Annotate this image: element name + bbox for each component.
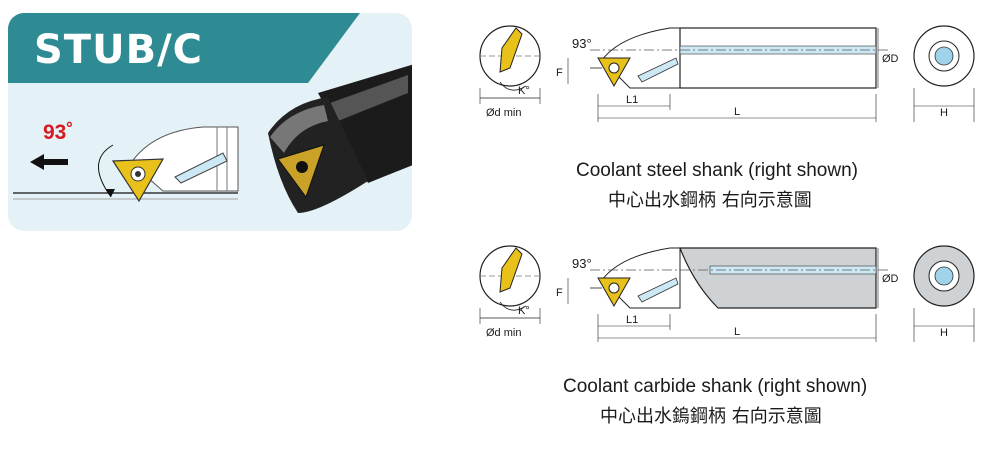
steel-l1-label: L1 (626, 94, 638, 106)
steel-shank-drawing: 93° F K° Ød min L1 L ØD H (479, 25, 975, 122)
steel-dmin-label: Ød min (486, 107, 521, 119)
carbide-d-label: ØD (882, 273, 899, 285)
steel-h-label: H (940, 107, 948, 119)
product-title: STUB/C (34, 27, 204, 73)
steel-k-label: K° (518, 85, 530, 97)
steel-caption-en: Coolant steel shank (right shown) (576, 160, 858, 181)
carbide-dmin-label: Ød min (486, 327, 521, 339)
approach-angle-label: 93˚ (43, 121, 74, 144)
carbide-caption-en: Coolant carbide shank (right shown) (563, 376, 868, 397)
carbide-f-label: F (556, 287, 563, 299)
carbide-l-label: L (734, 326, 740, 338)
steel-angle-label: 93° (572, 36, 592, 51)
carbide-shank-drawing: 93° F K° Ød min L1 L ØD H (479, 245, 975, 342)
title-tab-shape (8, 13, 360, 83)
steel-f-label: F (556, 67, 563, 79)
steel-caption-zh: 中心出水鋼柄 右向示意圖 (608, 190, 812, 211)
carbide-l1-label: L1 (626, 314, 638, 326)
tool-photo-rendering (268, 64, 412, 213)
tool-head-illustration (13, 126, 239, 203)
steel-l-label: L (734, 106, 740, 118)
carbide-k-label: K° (518, 305, 530, 317)
carbide-caption-zh: 中心出水鎢鋼柄 右向示意圖 (600, 406, 822, 427)
carbide-angle-label: 93° (572, 256, 592, 271)
feed-direction-arrow-icon (30, 154, 68, 170)
carbide-h-label: H (940, 327, 948, 339)
product-card: STUB/C 93˚ (8, 13, 412, 231)
steel-d-label: ØD (882, 53, 899, 65)
